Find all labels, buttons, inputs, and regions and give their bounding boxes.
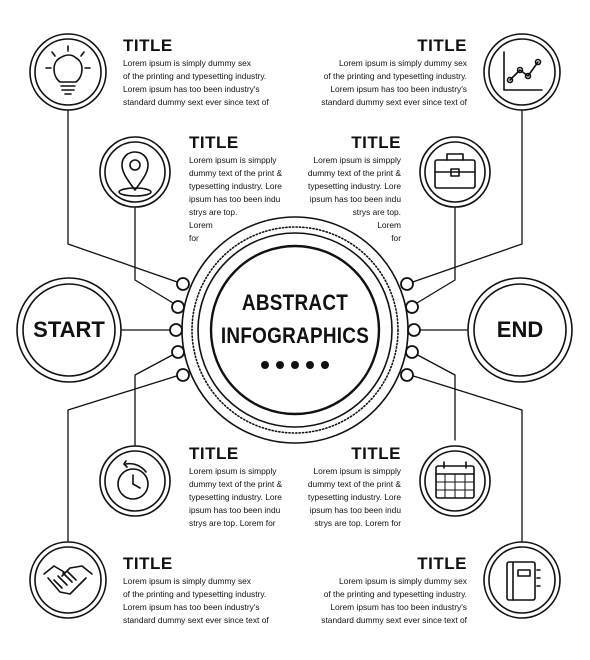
block-title-bottom-left: TITLE: [123, 554, 173, 573]
connector-nodes-right: [400, 277, 421, 382]
block-text-inner-bottom-right: Lorem ipsum is simpply dummy text of the…: [308, 465, 401, 530]
icon-circle-bottom-right: [483, 541, 561, 619]
text-line: ipsum has too been indu: [189, 194, 281, 204]
text-line: for: [189, 233, 199, 243]
text-line: Lorem ipsum is simpply: [189, 466, 277, 476]
center-dots: [261, 361, 329, 369]
text-line: strys are top. Lorem for: [314, 518, 401, 528]
briefcase-icon: [434, 153, 476, 189]
calendar-icon: [435, 461, 475, 499]
handshake-icon: [43, 565, 93, 595]
text-line: for: [391, 233, 401, 243]
start-circle: [16, 277, 122, 383]
center-title-line2: INFOGRAPHICS: [220, 323, 370, 348]
text-line: ipsum has too been indu: [189, 505, 281, 515]
text-line: Lorem ipsum is simply dummy sex: [123, 576, 251, 586]
lightbulb-icon: [45, 45, 91, 95]
block-text-inner-bottom-left: Lorem ipsum is simpply dummy text of the…: [189, 465, 282, 530]
center-title-line1: ABSTRACT: [241, 290, 349, 315]
block-title-inner-bottom-left: TITLE: [189, 444, 239, 463]
text-line: Lorem ipsum has too been industry's: [330, 84, 467, 94]
text-line: dummy text of the print &: [307, 168, 401, 178]
text-line: standard dummy sext ever since text of: [321, 97, 467, 107]
icon-circle-inner-bottom-left: [99, 445, 171, 517]
icon-circle-bottom-left: [29, 541, 107, 619]
text-line: typesetting industry. Lore: [189, 492, 282, 502]
text-line: standard dummy sext ever since text of: [123, 97, 269, 107]
start-label: START: [33, 317, 105, 342]
text-line: Lorem: [377, 220, 401, 230]
block-title-inner-top-right: TITLE: [351, 133, 401, 152]
text-line: dummy text of the print &: [189, 479, 283, 489]
text-line: strys are top.: [352, 207, 401, 217]
text-line: ipsum has too been indu: [309, 505, 401, 515]
block-title-inner-top-left: TITLE: [189, 133, 239, 152]
text-line: Lorem ipsum is simply dummy sex: [339, 576, 467, 586]
text-line: Lorem ipsum is simpply: [189, 155, 277, 165]
text-line: typesetting industry. Lore: [189, 181, 282, 191]
text-line: dummy text of the print &: [189, 168, 283, 178]
block-title-top-right: TITLE: [417, 36, 467, 55]
text-line: typesetting industry. Lore: [308, 492, 401, 502]
text-line: Lorem ipsum has too been industry's: [123, 84, 260, 94]
text-line: of the printing and typesetting industry…: [323, 589, 467, 599]
text-line: typesetting industry. Lore: [308, 181, 401, 191]
text-line: strys are top. Lorem for: [189, 518, 276, 528]
block-text-inner-top-left: Lorem ipsum is simpply dummy text of the…: [189, 154, 282, 245]
icon-circle-top-left: [29, 33, 107, 111]
text-line: Lorem ipsum is simpply: [313, 155, 402, 165]
notebook-icon: [506, 561, 541, 601]
end-circle: [467, 277, 573, 383]
end-label: END: [496, 317, 544, 342]
block-text-bottom-right: Lorem ipsum is simply dummy sex of the p…: [321, 575, 467, 627]
location-pin-icon: [118, 151, 152, 197]
block-title-bottom-right: TITLE: [417, 554, 467, 573]
text-line: of the printing and typesetting industry…: [123, 589, 267, 599]
text-line: Lorem ipsum is simply dummy sex: [123, 58, 251, 68]
block-text-top-right: Lorem ipsum is simply dummy sex of the p…: [321, 57, 467, 109]
connector-lines: [67, 107, 523, 543]
block-text-top-left: Lorem ipsum is simply dummy sex of the p…: [123, 57, 269, 109]
block-title-top-left: TITLE: [123, 36, 173, 55]
text-line: Lorem: [189, 220, 213, 230]
block-text-inner-top-right: Lorem ipsum is simpply dummy text of the…: [308, 154, 401, 245]
text-line: of the printing and typesetting industry…: [323, 71, 467, 81]
text-line: dummy text of the print &: [307, 479, 401, 489]
text-line: Lorem ipsum is simply dummy sex: [339, 58, 467, 68]
text-line: ipsum has too been indu: [309, 194, 401, 204]
connector-nodes-left: [169, 277, 190, 382]
text-line: standard dummy sext ever since text of: [321, 615, 467, 625]
text-line: Lorem ipsum is simpply: [313, 466, 402, 476]
text-line: Lorem ipsum has too been industry's: [330, 602, 467, 612]
text-line: strys are top.: [189, 207, 238, 217]
text-line: of the printing and typesetting industry…: [123, 71, 267, 81]
block-title-inner-bottom-right: TITLE: [351, 444, 401, 463]
text-line: Lorem ipsum has too been industry's: [123, 602, 260, 612]
text-line: standard dummy sext ever since text of: [123, 615, 269, 625]
chart-icon: [503, 51, 543, 91]
icon-circle-inner-top-left: [99, 136, 171, 208]
stopwatch-icon: [117, 460, 149, 500]
block-text-bottom-left: Lorem ipsum is simply dummy sex of the p…: [123, 575, 269, 627]
